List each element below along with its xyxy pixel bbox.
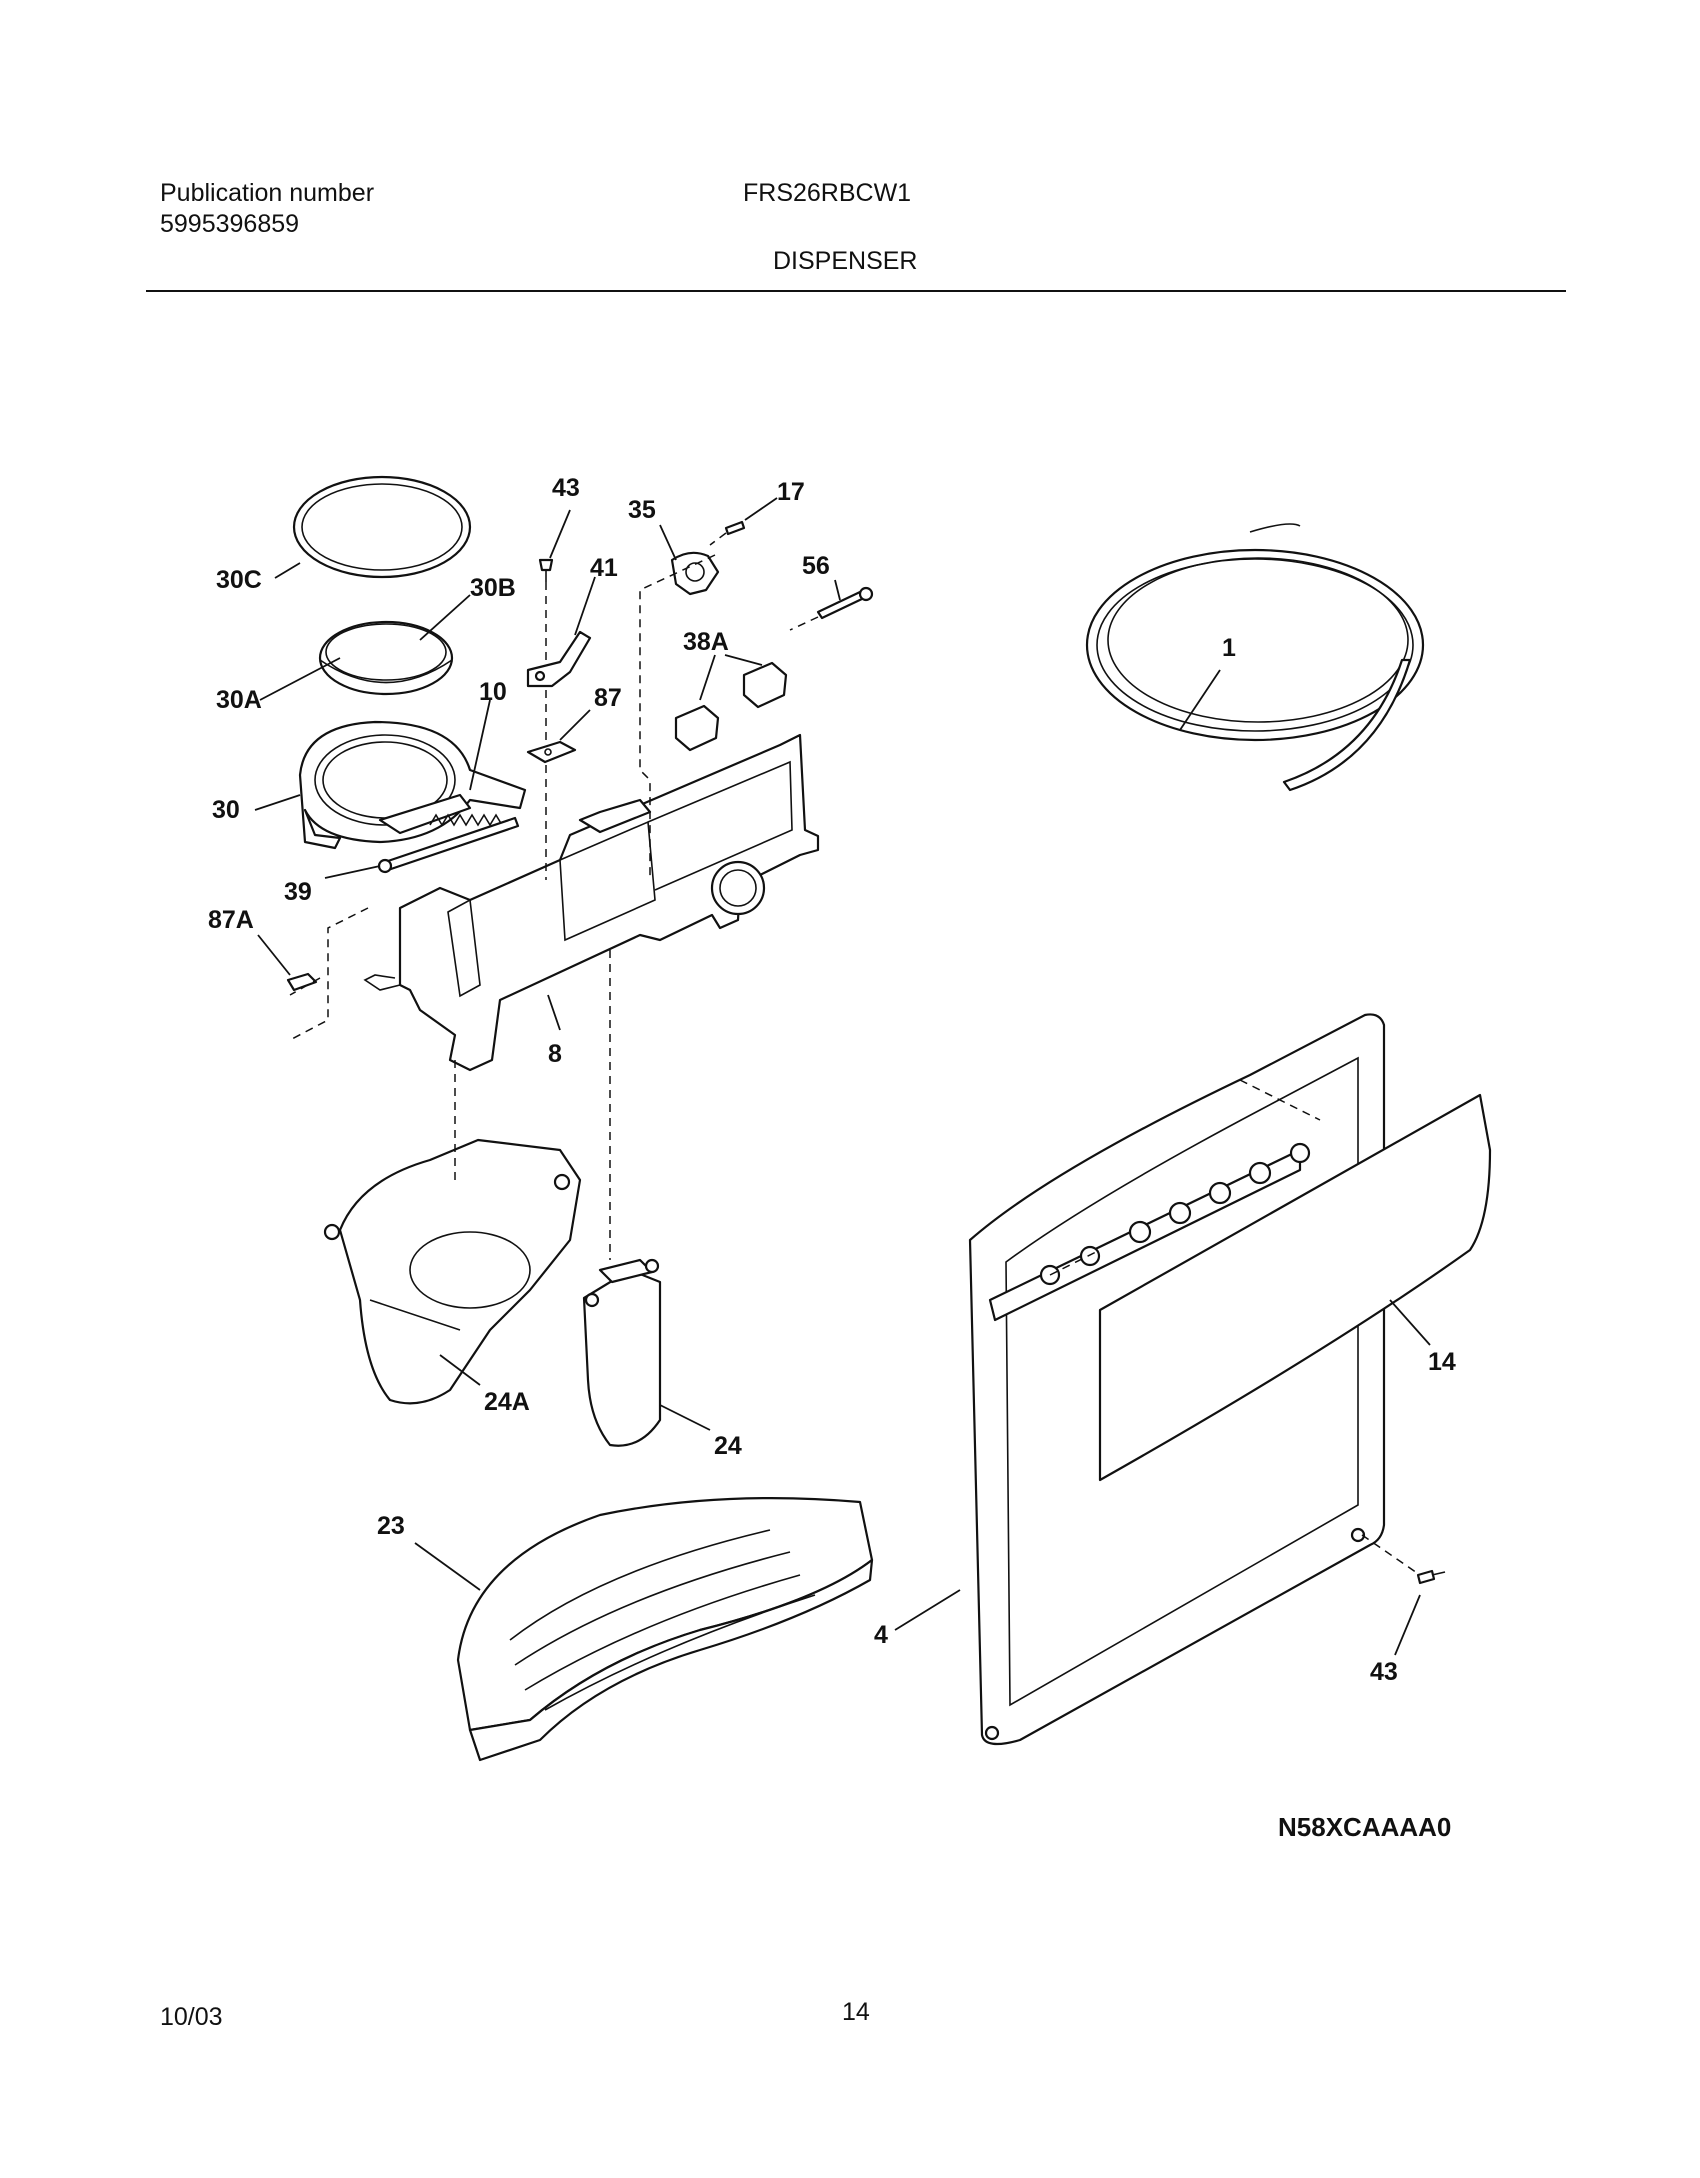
part-30-housing bbox=[298, 720, 527, 850]
callout-24a: 24A bbox=[484, 1388, 530, 1416]
part-23-tray bbox=[456, 1497, 874, 1762]
part-87a-clip bbox=[286, 972, 318, 992]
part-30b-disc bbox=[318, 620, 454, 696]
callout-30b: 30B bbox=[470, 574, 516, 602]
callout-87a: 87A bbox=[208, 906, 254, 934]
publication-label: Publication number bbox=[160, 179, 375, 207]
part-43-screw-top bbox=[538, 558, 554, 582]
callout-43-top: 43 bbox=[552, 474, 580, 502]
callout-41: 41 bbox=[590, 554, 618, 582]
callout-30c: 30C bbox=[216, 566, 262, 594]
part-30c-ring bbox=[292, 475, 472, 579]
callout-10: 10 bbox=[479, 678, 507, 706]
part-24-lever bbox=[582, 1258, 662, 1447]
page-number: 14 bbox=[842, 1998, 870, 2026]
callout-8: 8 bbox=[548, 1040, 562, 1068]
callout-24: 24 bbox=[714, 1432, 742, 1460]
callout-1: 1 bbox=[1222, 634, 1236, 662]
footer-date: 10/03 bbox=[160, 2003, 223, 2031]
header-rule bbox=[146, 290, 1566, 292]
callout-30: 30 bbox=[212, 796, 240, 824]
callout-23: 23 bbox=[377, 1512, 405, 1540]
part-43-screw-bottom bbox=[1416, 1569, 1446, 1585]
part-14-overlay bbox=[1098, 1093, 1492, 1482]
assembly-lines bbox=[289, 532, 1421, 1576]
callout-4: 4 bbox=[874, 1621, 888, 1649]
part-24a-chute bbox=[323, 1138, 582, 1405]
callout-30a: 30A bbox=[216, 686, 262, 714]
publication-number: 5995396859 bbox=[160, 210, 300, 238]
callout-17: 17 bbox=[777, 478, 805, 506]
part-56-screw bbox=[816, 586, 874, 620]
model-number: FRS26RBCW1 bbox=[743, 179, 912, 207]
part-17-screw bbox=[724, 520, 746, 536]
leader-lines bbox=[254, 497, 1431, 1656]
part-38a-switches bbox=[674, 661, 788, 752]
callout-56: 56 bbox=[802, 552, 830, 580]
callout-39: 39 bbox=[284, 878, 312, 906]
callout-38a: 38A bbox=[683, 628, 729, 656]
callout-87: 87 bbox=[594, 684, 622, 712]
diagram-code: N58XCAAAA0 bbox=[1278, 1812, 1451, 1842]
section-title: DISPENSER bbox=[773, 247, 918, 275]
callout-43-bottom: 43 bbox=[1370, 1658, 1398, 1686]
part-1-tubing bbox=[1085, 523, 1425, 792]
part-8-housing bbox=[363, 733, 820, 1072]
part-41-bracket bbox=[526, 630, 592, 688]
part-10-spring bbox=[429, 813, 503, 827]
part-87-clip bbox=[526, 740, 577, 764]
callout-35: 35 bbox=[628, 496, 656, 524]
part-35-actuator bbox=[670, 551, 720, 596]
callout-14: 14 bbox=[1428, 1348, 1456, 1376]
